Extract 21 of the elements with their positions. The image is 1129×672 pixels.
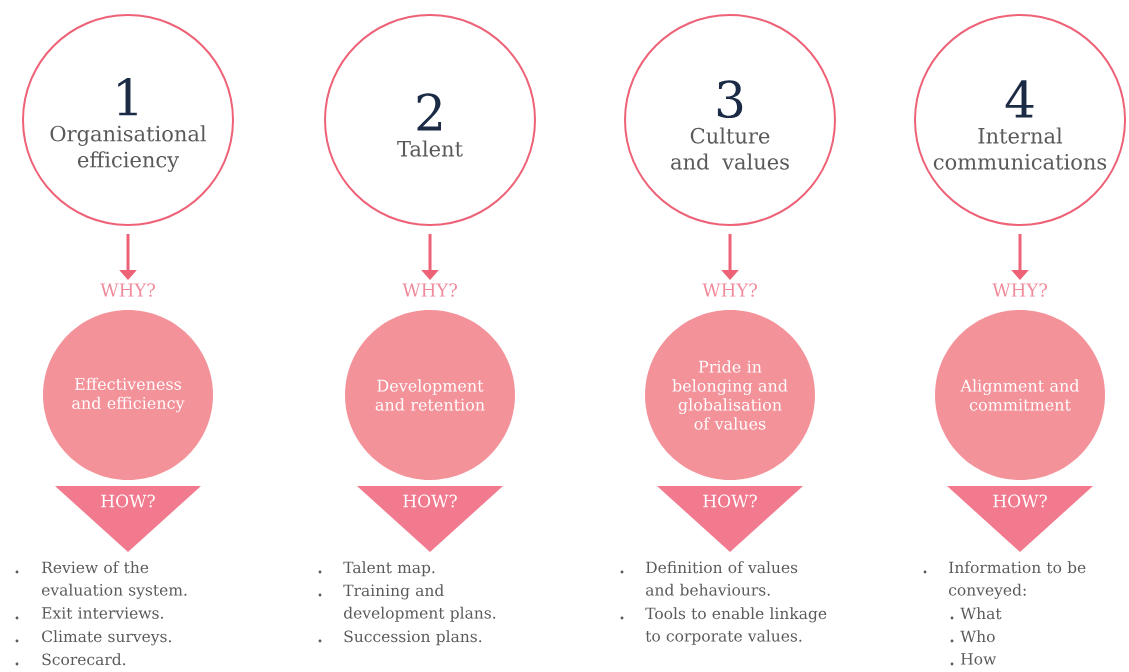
bullet-item: Review of the evaluation system. [15,561,187,599]
bullet-item: What [950,607,1002,620]
bullet-item: Climate surveys. [15,630,171,646]
bullet-item: Talent map. [318,561,435,577]
bullet-item: Who [950,630,995,643]
bullet-item: Exit interviews. [15,607,163,620]
bullet-item: Definition of values and behaviours. [620,561,798,596]
bullet-item: Training and development plans. [318,584,496,622]
why-label: WHY? [702,283,757,297]
bullet-item: Information to be conveyed: [923,561,1086,599]
bullet-item: Succession plans. [318,630,482,646]
bullet-item: Scorecard. [15,653,126,666]
how-triangle: HOW? [947,486,1093,552]
bullet-item: How [950,653,997,666]
bullet-item: Tools to enable linkage to corporate values. [620,607,827,645]
why-label: WHY? [402,283,457,297]
why-label: WHY? [100,283,155,297]
how-triangle: HOW? [55,486,201,552]
how-triangle: HOW? [357,486,503,552]
why-label: WHY? [992,283,1047,297]
how-triangle: HOW? [657,486,803,552]
